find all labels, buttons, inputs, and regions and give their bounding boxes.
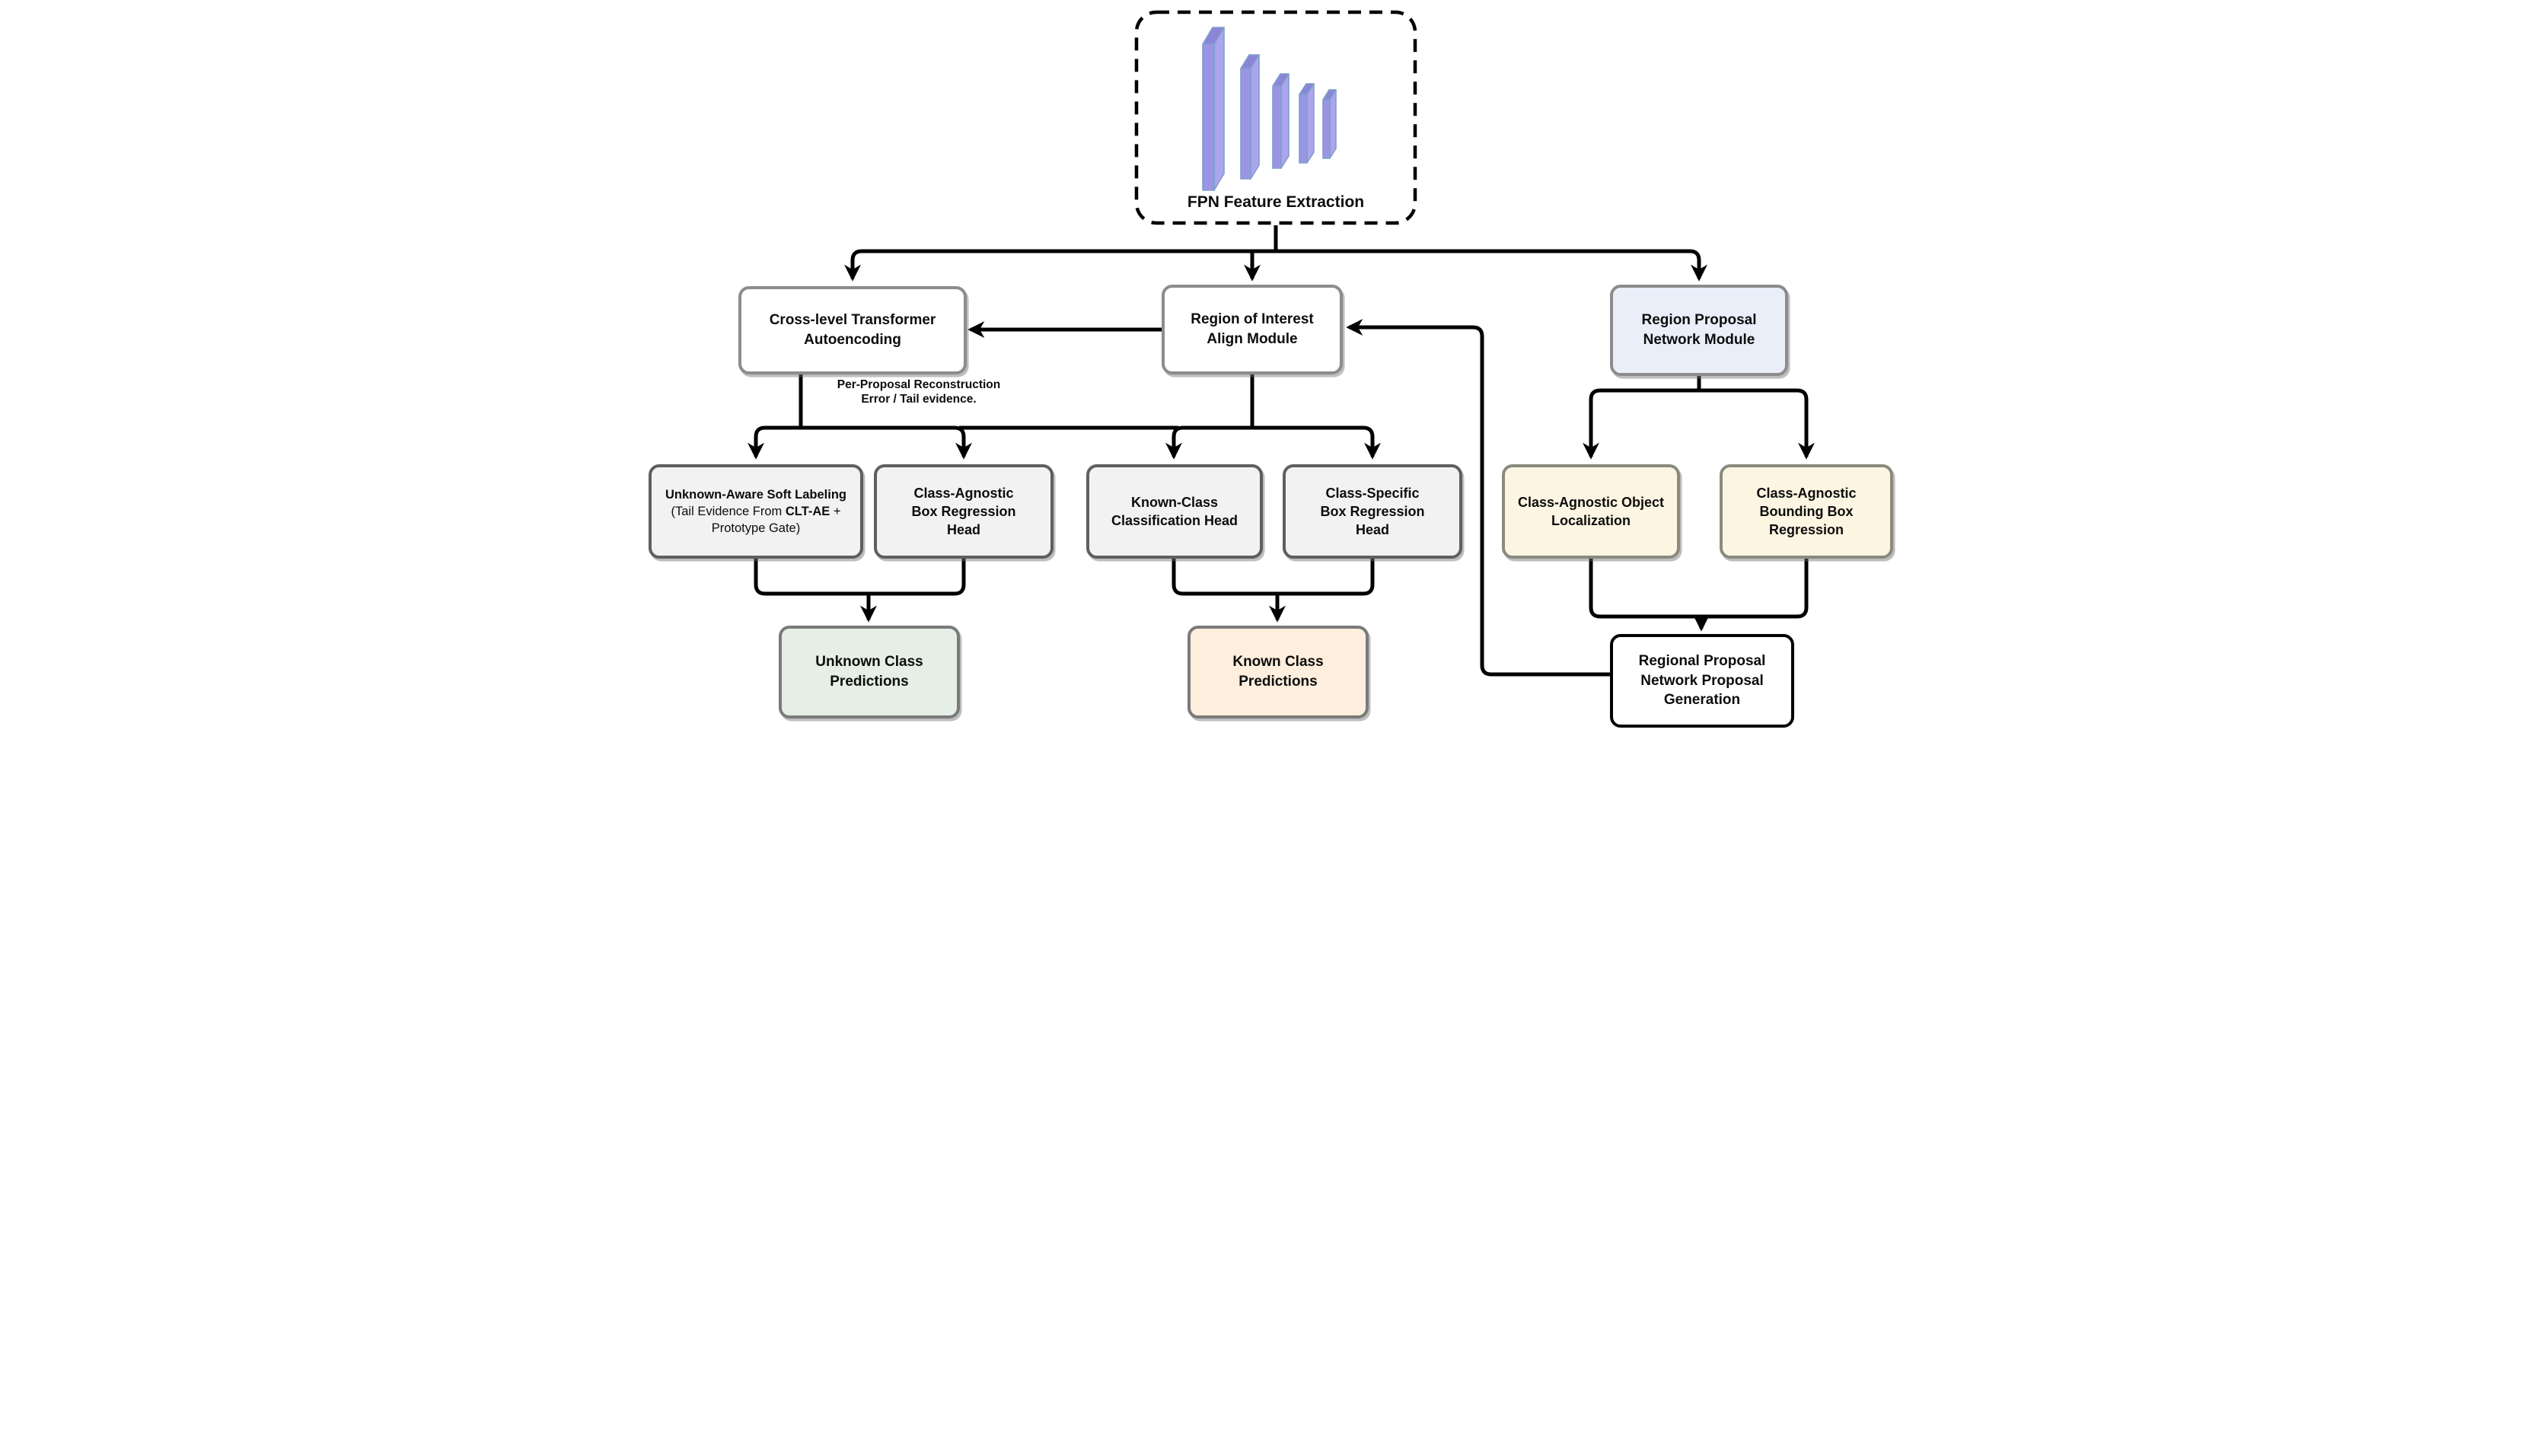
connector-csbrh-merge [1277,559,1375,596]
connector-bus-to-uasl [748,425,801,460]
edge-label-line2: Error / Tail evidence. [861,393,977,406]
known-preds-label: Known Class Predictions [1232,654,1324,690]
connector-bus-to-csbrh [1252,425,1381,460]
node-class-agnostic-bounding-box-regression: Class-Agnostic Bounding Box Regression [1720,464,1893,559]
feature-pyramid-bars-icon [1134,10,1417,225]
rpn-label: Region Proposal Network Module [1641,312,1757,348]
cs-box-head-label: Class-Specific Box Regression Head [1320,485,1425,538]
node-regional-proposal-network-proposal-generation: Regional Proposal Network Proposal Gener… [1610,634,1794,728]
fpn-label: FPN Feature Extraction [1187,193,1365,211]
edge-label-reconstruction-error: Per-Proposal Reconstruction Error / Tail… [810,378,1028,407]
diagram-canvas: FPN Feature Extraction Cross-level Trans… [632,0,1896,728]
ca-obj-loc-label: Class-Agnostic Object Localization [1517,494,1665,528]
connector-caol-merge [1589,559,1701,619]
known-cls-head-label: Known-Class Classification Head [1111,494,1238,528]
node-unknown-aware-soft-labeling: Unknown-Aware Soft Labeling (Tail Eviden… [649,464,863,559]
node-region-of-interest-align-module: Region of Interest Align Module [1162,285,1343,374]
ca-box-head-label: Class-Agnostic Box Regression Head [911,485,1016,538]
unknown-preds-label: Unknown Class Predictions [815,654,923,690]
node-fpn-feature-extraction: FPN Feature Extraction [1134,10,1417,225]
connector-uasl-merge [754,559,869,596]
connector-rpn-to-caol [1583,388,1699,460]
uasl-label-normal2: + Prototype Gate) [711,504,841,536]
roi-label: Region of Interest Align Module [1191,311,1314,347]
ca-bbox-reg-label: Class-Agnostic Bounding Box Regression [1756,485,1857,538]
connector-cabrh-merge [869,559,966,596]
uasl-label: Unknown-Aware Soft Labeling (Tail Eviden… [652,486,860,537]
connector-fpn-to-rpn [1276,249,1707,282]
connector-fpn-to-clt [844,249,1276,282]
node-known-class-classification-head: Known-Class Classification Head [1086,464,1263,559]
node-class-agnostic-object-localization: Class-Agnostic Object Localization [1502,464,1680,559]
connector-kch-merge [1172,559,1277,596]
node-class-specific-box-regression-head: Class-Specific Box Regression Head [1283,464,1462,559]
connector-cabbr-merge [1701,559,1809,619]
uasl-label-bold1: Unknown-Aware Soft Labeling [665,487,847,502]
connector-layer [748,225,1815,677]
node-cross-level-transformer-autoencoding: Cross-level Transformer Autoencoding [738,286,967,374]
node-known-class-predictions: Known Class Predictions [1187,626,1369,718]
node-class-agnostic-box-regression-head: Class-Agnostic Box Regression Head [874,464,1054,559]
connector-rpn-to-cabbr [1699,388,1815,460]
clt-label: Cross-level Transformer Autoencoding [769,312,936,348]
connector-bus-to-cabrh [801,425,972,460]
connector-bus-to-kch [1165,425,1252,460]
uasl-label-bold2: CLT-AE [785,504,830,518]
rpn-gen-label: Regional Proposal Network Proposal Gener… [1638,653,1766,709]
uasl-label-normal1: (Tail Evidence From [671,504,786,518]
node-region-proposal-network-module: Region Proposal Network Module [1610,285,1788,376]
node-unknown-class-predictions: Unknown Class Predictions [779,626,960,718]
edge-label-line1: Per-Proposal Reconstruction [837,378,1001,391]
connector-rpngen-to-roi [1346,319,1610,677]
